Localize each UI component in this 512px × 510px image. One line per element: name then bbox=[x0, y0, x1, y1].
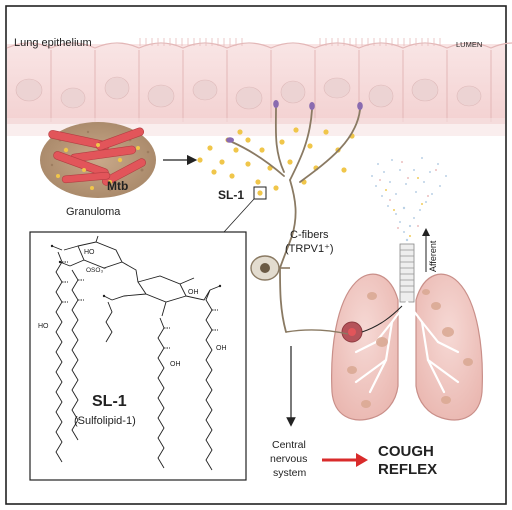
granuloma-label: Granuloma bbox=[66, 206, 121, 218]
mtb-label: Mtb bbox=[107, 179, 128, 193]
central-label-3: system bbox=[273, 467, 307, 479]
sulfolipid-label: (Sulfolipid-1) bbox=[74, 415, 136, 427]
chem-oso3: OSO₃⁻ bbox=[86, 267, 107, 274]
neuron-cell-body bbox=[250, 255, 280, 281]
sl1-dots bbox=[197, 127, 355, 191]
chem-ho-left: HO bbox=[38, 323, 49, 330]
central-label-1: Central bbox=[272, 439, 306, 451]
cough-label: COUGH bbox=[378, 443, 434, 460]
mtb-bacteria bbox=[48, 127, 146, 186]
central-label-2: nervous bbox=[270, 453, 307, 465]
lungs bbox=[285, 243, 483, 421]
chem-oh-right: OH bbox=[216, 345, 227, 352]
zoom-box bbox=[253, 186, 267, 200]
chem-oh-ring: OH bbox=[188, 289, 199, 296]
granuloma bbox=[40, 122, 156, 198]
lung-epithelium bbox=[6, 38, 512, 136]
cfibers-label: C-fibers bbox=[290, 229, 329, 241]
sl1-small-label: SL-1 bbox=[218, 188, 244, 202]
sl1-big-label: SL-1 bbox=[92, 393, 127, 410]
afferent-label: Afferent bbox=[428, 240, 438, 272]
lumen-label: LUMEN bbox=[456, 40, 482, 49]
trachea bbox=[399, 243, 415, 303]
trpv1-label: (TRPV1⁺) bbox=[285, 243, 334, 255]
sl1-structure bbox=[51, 235, 221, 471]
reflex-label: REFLEX bbox=[378, 461, 437, 478]
red-arrow bbox=[322, 453, 368, 467]
cough-spray bbox=[371, 157, 447, 242]
nerve-endings bbox=[226, 100, 363, 143]
chem-ho-top: HO bbox=[84, 249, 95, 256]
zoom-line bbox=[223, 198, 255, 233]
chem-oh-mid: OH bbox=[170, 361, 181, 368]
epithelium-label: Lung epithelium bbox=[14, 37, 92, 49]
c-fibers bbox=[231, 107, 361, 333]
chemical-structure-box bbox=[29, 231, 247, 481]
